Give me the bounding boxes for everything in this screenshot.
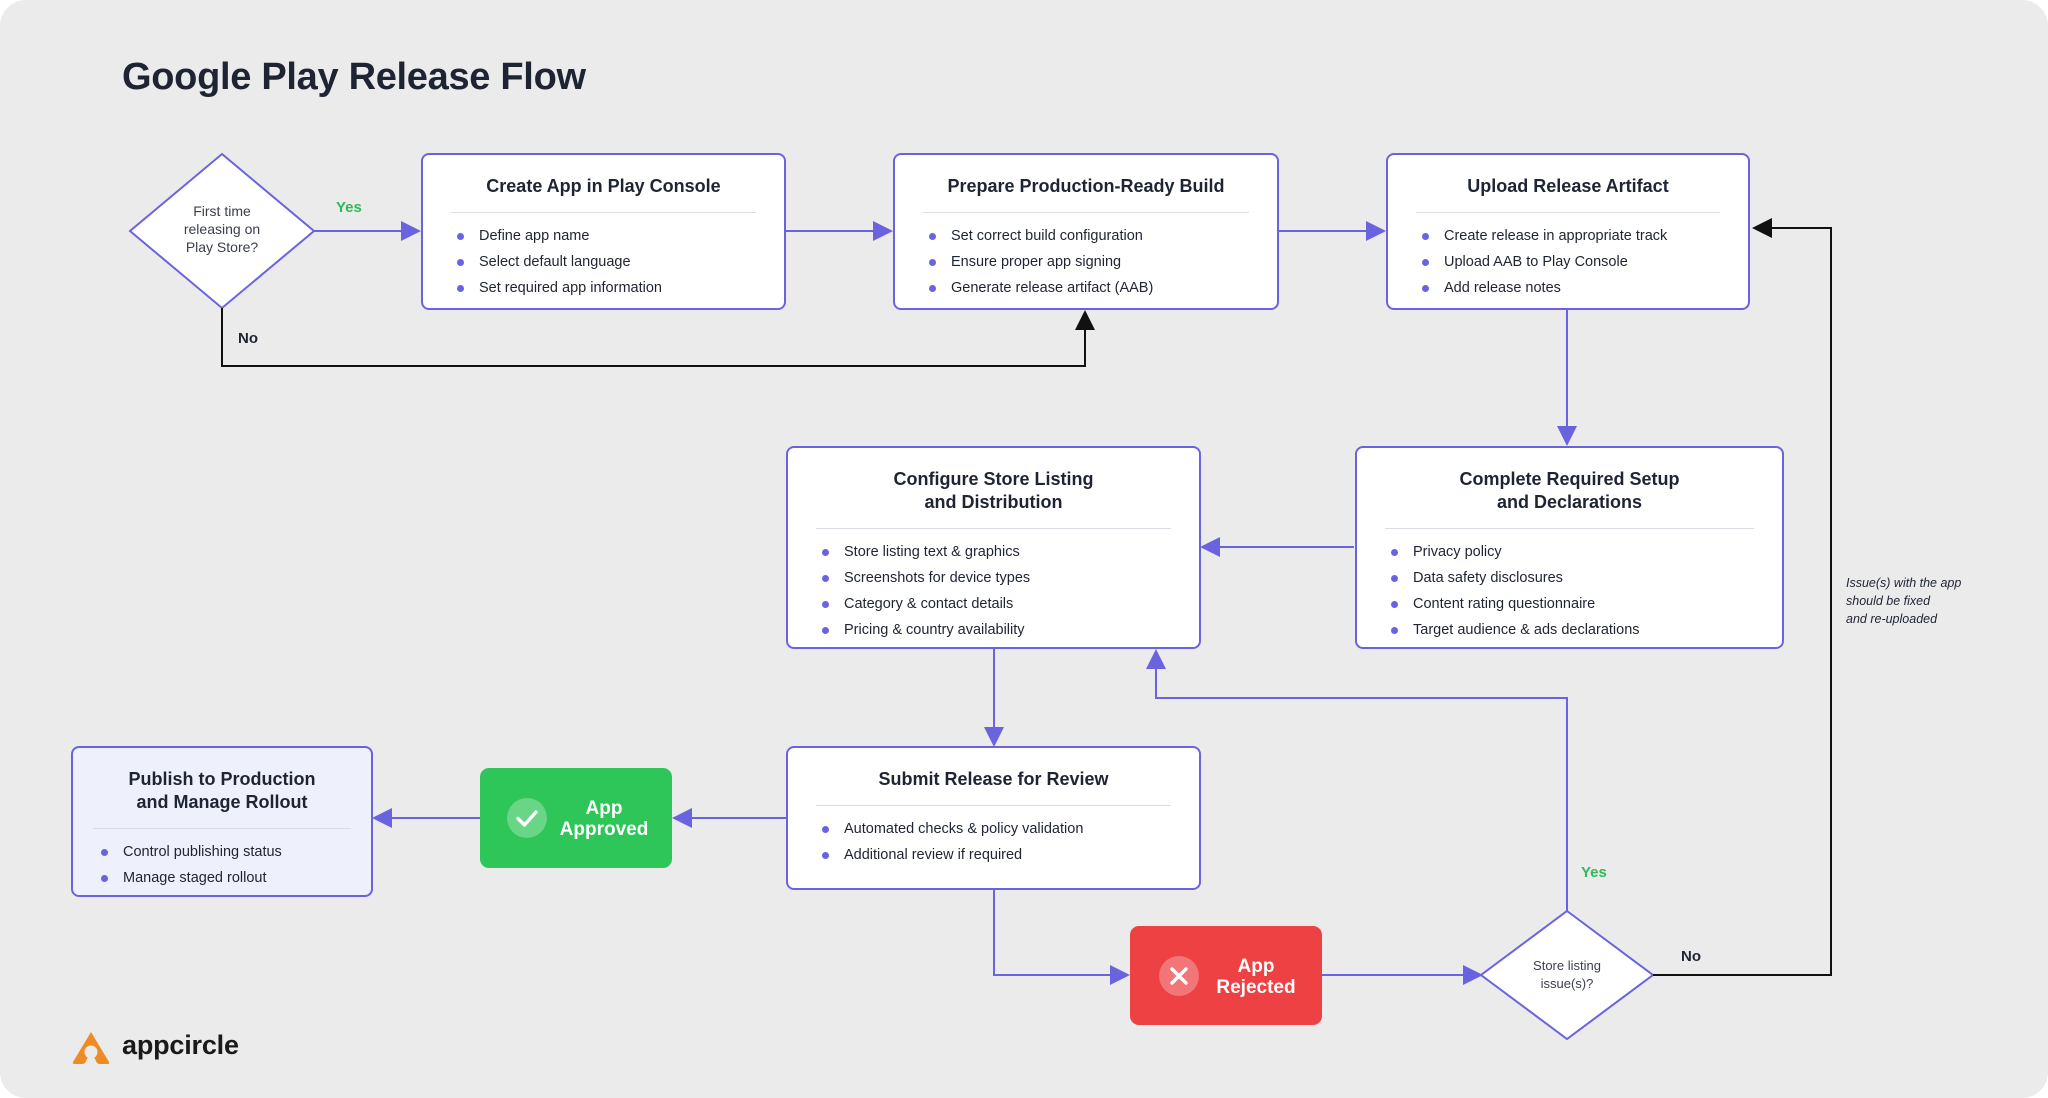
arrow-no-to-prepare bbox=[221, 308, 1095, 367]
decision-listing-line-1: Store listing bbox=[1533, 958, 1601, 973]
list-item: Manage staged rollout bbox=[101, 865, 371, 891]
yes-label-listing: Yes bbox=[1581, 864, 1607, 881]
yes-label-first-time: Yes bbox=[336, 199, 362, 216]
list-item: Set correct build configuration bbox=[929, 223, 1277, 249]
list-item: Target audience & ads declarations bbox=[1391, 617, 1782, 643]
prepare-build-box: Prepare Production-Ready Build Set corre… bbox=[893, 153, 1279, 310]
close-icon bbox=[1159, 956, 1199, 996]
app-rejected-badge: App Rejected bbox=[1130, 926, 1322, 1025]
brand-name: appcircle bbox=[122, 1030, 239, 1060]
page-title: Google Play Release Flow bbox=[122, 56, 586, 98]
reupload-note: Issue(s) with the app should be fixed an… bbox=[1846, 574, 2006, 628]
appcircle-logo-icon bbox=[72, 1032, 110, 1064]
publish-title-line-2: and Manage Rollout bbox=[136, 792, 308, 812]
decision-listing-label: Store listing issue(s)? bbox=[1507, 957, 1627, 993]
complete-setup-title: Complete Required Setup and Declarations bbox=[1357, 448, 1782, 514]
divider bbox=[923, 212, 1249, 213]
list-item: Privacy policy bbox=[1391, 539, 1782, 565]
list-item: Additional review if required bbox=[822, 842, 1199, 868]
arrow-no-to-upload bbox=[1653, 218, 1832, 976]
list-item: Ensure proper app signing bbox=[929, 249, 1277, 275]
list-item: Store listing text & graphics bbox=[822, 539, 1199, 565]
upload-artifact-title: Upload Release Artifact bbox=[1467, 176, 1669, 196]
list-item: Pricing & country availability bbox=[822, 617, 1199, 643]
complete-setup-box: Complete Required Setup and Declarations… bbox=[1355, 446, 1784, 649]
list-item: Select default language bbox=[457, 249, 784, 275]
list-item: Generate release artifact (AAB) bbox=[929, 275, 1277, 301]
app-approved-label: App Approved bbox=[546, 798, 662, 840]
list-item: Content rating questionnaire bbox=[1391, 591, 1782, 617]
check-icon bbox=[507, 798, 547, 838]
list-item: Upload AAB to Play Console bbox=[1422, 249, 1748, 275]
decision-listing-line-2: issue(s)? bbox=[1540, 976, 1594, 991]
configure-listing-box: Configure Store Listing and Distribution… bbox=[786, 446, 1201, 649]
list-item: Screenshots for device types bbox=[822, 565, 1199, 591]
create-app-title: Create App in Play Console bbox=[486, 176, 721, 196]
list-item: Define app name bbox=[457, 223, 784, 249]
create-app-box: Create App in Play Console Define app na… bbox=[421, 153, 786, 310]
divider bbox=[93, 828, 351, 829]
app-approved-line-2: Approved bbox=[559, 819, 649, 840]
no-label-listing: No bbox=[1681, 948, 1701, 965]
arrow-yes-to-listing bbox=[1146, 649, 1568, 911]
divider bbox=[816, 805, 1171, 806]
publish-title: Publish to Production and Manage Rollout bbox=[73, 748, 371, 814]
reupload-note-line-3: and re-uploaded bbox=[1846, 612, 1938, 626]
decision-first-time-line-3: Play Store? bbox=[185, 239, 259, 255]
app-approved-line-1: App bbox=[585, 798, 623, 819]
list-item: Category & contact details bbox=[822, 591, 1199, 617]
arrow-submit-to-rejected bbox=[993, 890, 1130, 985]
list-item: Add release notes bbox=[1422, 275, 1748, 301]
reupload-note-line-2: should be fixed bbox=[1846, 594, 1931, 608]
divider bbox=[1385, 528, 1754, 529]
divider bbox=[451, 212, 756, 213]
complete-setup-title-line-1: Complete Required Setup bbox=[1459, 469, 1680, 489]
configure-listing-title-line-1: Configure Store Listing bbox=[893, 469, 1094, 489]
prepare-build-title: Prepare Production-Ready Build bbox=[947, 176, 1225, 196]
list-item: Set required app information bbox=[457, 275, 784, 301]
list-item: Control publishing status bbox=[101, 839, 371, 865]
reupload-note-line-1: Issue(s) with the app bbox=[1846, 576, 1962, 590]
list-item: Automated checks & policy validation bbox=[822, 816, 1199, 842]
app-rejected-line-1: App bbox=[1237, 956, 1275, 977]
decision-first-time-label: First time releasing on Play Store? bbox=[162, 202, 282, 256]
list-item: Create release in appropriate track bbox=[1422, 223, 1748, 249]
divider bbox=[816, 528, 1171, 529]
decision-listing-shape bbox=[1479, 909, 1655, 1041]
publish-box: Publish to Production and Manage Rollout… bbox=[71, 746, 373, 897]
upload-artifact-box: Upload Release Artifact Create release i… bbox=[1386, 153, 1750, 310]
configure-listing-title-line-2: and Distribution bbox=[924, 492, 1063, 512]
publish-title-line-1: Publish to Production bbox=[128, 769, 316, 789]
submit-review-box: Submit Release for Review Automated chec… bbox=[786, 746, 1201, 890]
decision-first-time-line-2: releasing on bbox=[183, 221, 261, 237]
complete-setup-title-line-2: and Declarations bbox=[1496, 492, 1643, 512]
decision-first-time-line-1: First time bbox=[193, 203, 251, 219]
app-rejected-label: App Rejected bbox=[1198, 956, 1314, 998]
list-item: Data safety disclosures bbox=[1391, 565, 1782, 591]
submit-review-title: Submit Release for Review bbox=[878, 769, 1109, 789]
configure-listing-title: Configure Store Listing and Distribution bbox=[788, 448, 1199, 514]
no-label-first-time: No bbox=[238, 330, 258, 347]
app-rejected-line-2: Rejected bbox=[1216, 977, 1296, 998]
divider bbox=[1416, 212, 1720, 213]
app-approved-badge: App Approved bbox=[480, 768, 672, 868]
